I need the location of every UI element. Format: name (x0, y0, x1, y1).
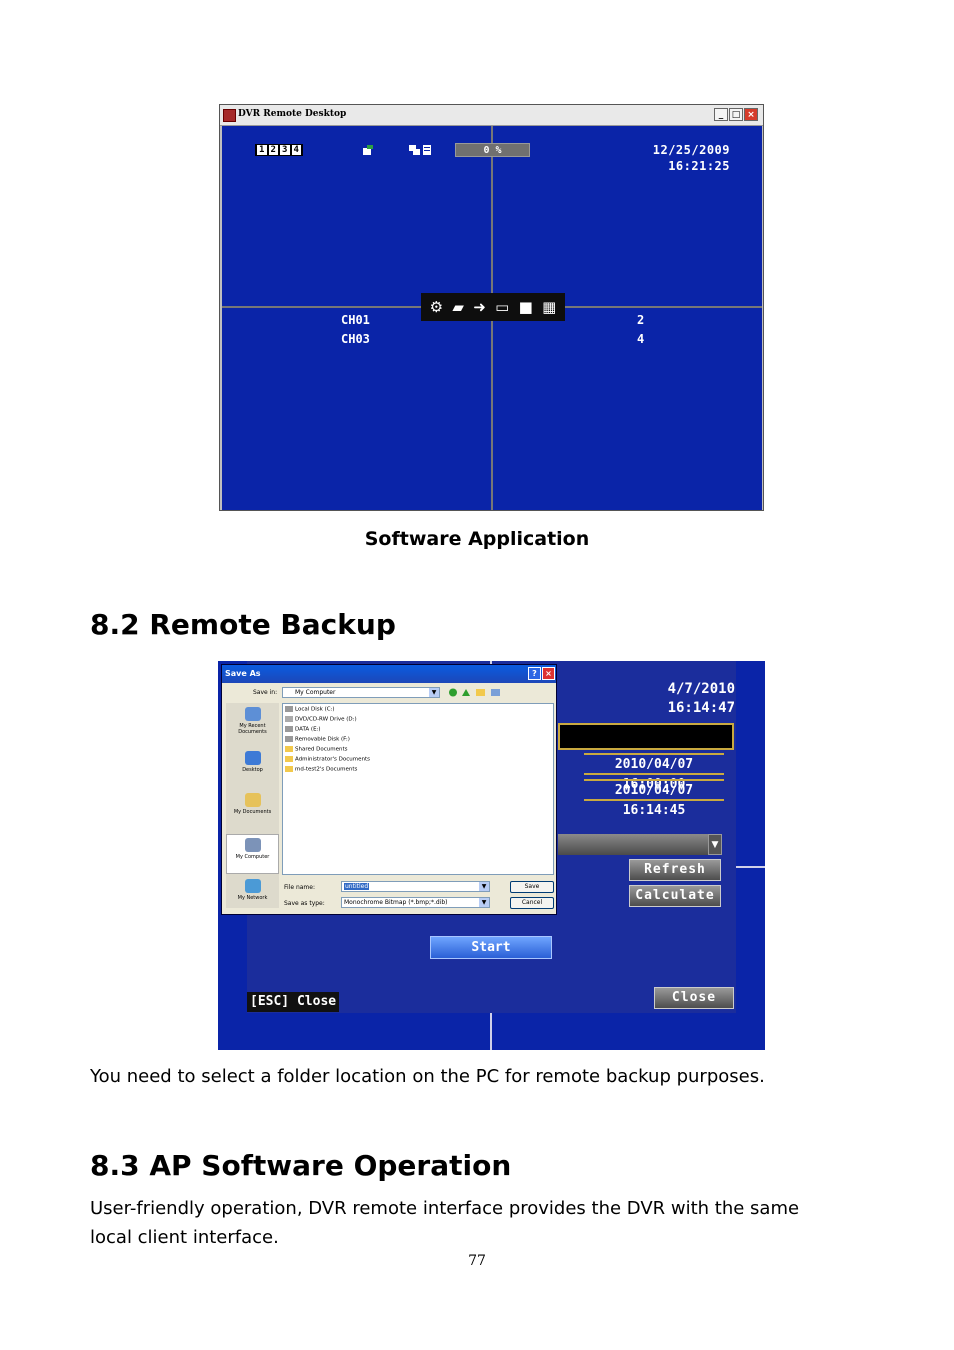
page-number: 77 (468, 1253, 486, 1269)
monitor-icon[interactable]: ▭ (495, 298, 510, 316)
network-status-icon (409, 145, 431, 155)
remote-backup-screenshot: 4/7/2010 16:14:47 2010/04/07 16:00:00 20… (218, 661, 765, 1050)
channel-1-button[interactable]: 1 (257, 145, 267, 155)
save-as-type-label: Save as type: (284, 900, 325, 907)
divider-bottom (490, 1013, 492, 1050)
dvr-date: 12/25/2009 (652, 143, 730, 157)
camera-icon[interactable]: ▰ (452, 298, 464, 316)
channel-3-button[interactable]: 3 (280, 145, 290, 155)
esc-close-hint: [ESC] Close (247, 992, 340, 1012)
list-item[interactable]: Administrator's Documents (285, 756, 370, 763)
minimize-button[interactable]: _ (714, 108, 728, 121)
calculate-button[interactable]: Calculate (629, 885, 721, 907)
paragraph-ap-software-line2: local client interface. (90, 1227, 279, 1248)
folder-icon (285, 756, 293, 762)
channel-label-2: 2 (637, 313, 645, 327)
figure-caption: Software Application (364, 528, 590, 550)
divider-right (736, 866, 765, 868)
paragraph-ap-software-line1: User-friendly operation, DVR remote inte… (90, 1198, 800, 1219)
cancel-button[interactable]: Cancel (510, 897, 554, 909)
save-as-dialog: Save As ? × Save in: My Computer ▼ My Re… (221, 664, 557, 915)
start-button[interactable]: Start (430, 936, 552, 959)
help-icon[interactable]: ? (528, 667, 541, 680)
app-icon (223, 109, 236, 122)
dvr-date: 4/7/2010 (667, 681, 735, 697)
list-item[interactable]: md-test2's Documents (285, 766, 357, 773)
file-list: Local Disk (C:) DVD/CD-RW Drive (D:) DAT… (282, 703, 554, 875)
chevron-down-icon[interactable]: ▼ (479, 898, 489, 907)
refresh-button[interactable]: Refresh (629, 859, 721, 881)
dvr-time: 16:21:25 (668, 159, 730, 173)
drive-icon (285, 736, 293, 742)
single-view-icon[interactable]: ■ (518, 298, 533, 316)
list-item[interactable]: DVD/CD-RW Drive (D:) (285, 716, 357, 723)
folder-icon (285, 766, 293, 772)
places-bar: My Recent Documents Desktop My Documents… (226, 703, 279, 908)
arrow-icon[interactable]: ➜ (473, 298, 486, 316)
save-in-label: Save in: (253, 689, 278, 696)
save-as-type-select[interactable]: Monochrome Bitmap (*.bmp;*.dib) ▼ (341, 897, 490, 908)
file-name-label: File name: (284, 884, 315, 891)
gear-icon[interactable]: ⚙ (429, 298, 444, 316)
dvr-toolbar: ⚙ ▰ ➜ ▭ ■ ▦ (421, 293, 565, 321)
place-my-network[interactable]: My Network (226, 879, 279, 901)
close-button[interactable]: × (744, 108, 758, 121)
dialog-toolbar[interactable] (448, 687, 508, 698)
drive-icon (285, 706, 293, 712)
dvr-screen: 1 2 3 4 0 % 12/25/2009 16:21:25 ⚙ ▰ ➜ ▭ … (222, 126, 762, 510)
close-button[interactable]: Close (654, 987, 734, 1009)
key-lock-icon[interactable] (361, 144, 375, 156)
start-time-field[interactable]: 2010/04/07 16:00:00 (584, 753, 724, 792)
drive-icon (285, 726, 293, 732)
maximize-button[interactable]: □ (729, 108, 743, 121)
window-titlebar: DVR Remote Desktop _ □ × (220, 105, 763, 126)
save-in-select[interactable]: My Computer ▼ (282, 687, 440, 698)
chevron-down-icon[interactable]: ▼ (429, 688, 439, 697)
channel-2-button[interactable]: 2 (268, 145, 278, 155)
save-in-value: My Computer (295, 689, 336, 696)
folder-icon (285, 746, 293, 752)
file-name-input[interactable]: untitled ▼ (341, 881, 490, 892)
backup-type-select[interactable]: ▼ (558, 834, 722, 855)
place-my-recent-documents[interactable]: My Recent Documents (226, 707, 279, 735)
close-icon[interactable]: × (542, 667, 555, 680)
list-item[interactable]: DATA (E:) (285, 726, 321, 733)
place-my-documents[interactable]: My Documents (226, 793, 279, 815)
list-item[interactable]: Removable Disk (F:) (285, 736, 350, 743)
list-item[interactable]: Local Disk (C:) (285, 706, 335, 713)
dialog-title: Save As (222, 665, 556, 683)
backup-device-field[interactable] (558, 723, 734, 750)
chevron-down-icon[interactable]: ▼ (479, 882, 489, 891)
channel-label-ch01: CH01 (341, 313, 370, 327)
file-name-value: untitled (344, 883, 370, 890)
dvr-remote-desktop-screenshot: DVR Remote Desktop _ □ × 1 2 3 4 0 % 12/… (219, 104, 764, 511)
section-heading-8-3: 8.3 AP Software Operation (90, 1149, 512, 1182)
window-title: DVR Remote Desktop (238, 109, 347, 119)
channel-label-4: 4 (637, 332, 645, 346)
chevron-down-icon[interactable]: ▼ (708, 834, 722, 855)
section-heading-8-2: 8.2 Remote Backup (90, 608, 396, 641)
end-time-field[interactable]: 2010/04/07 16:14:45 (584, 779, 724, 818)
place-desktop[interactable]: Desktop (226, 751, 279, 773)
channel-4-button[interactable]: 4 (291, 145, 301, 155)
save-as-type-value: Monochrome Bitmap (*.bmp;*.dib) (344, 899, 448, 906)
list-item[interactable]: Shared Documents (285, 746, 347, 753)
disc-drive-icon (285, 716, 293, 722)
hdd-usage-bar: 0 % (455, 143, 530, 157)
paragraph-remote-backup: You need to select a folder location on … (90, 1066, 765, 1087)
quad-view-icon[interactable]: ▦ (542, 298, 557, 316)
dvr-time: 16:14:47 (667, 700, 735, 716)
channel-label-ch03: CH03 (341, 332, 370, 346)
place-my-computer[interactable]: My Computer (226, 834, 279, 874)
save-button[interactable]: Save (510, 881, 554, 893)
channel-selector: 1 2 3 4 (255, 144, 303, 156)
